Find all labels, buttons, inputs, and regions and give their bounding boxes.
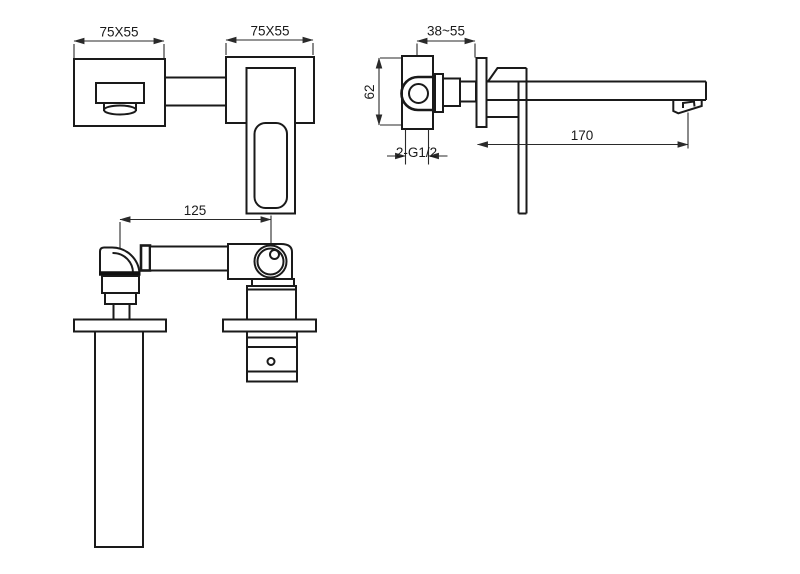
plan-spout-neck	[112, 303, 131, 321]
plan-valve-collar	[251, 278, 295, 287]
dimension-wall-depth: 38~55	[416, 24, 476, 58]
plan-spout-dome	[99, 246, 141, 275]
front-view: 75X55 75X55	[73, 24, 315, 215]
front-aerator	[103, 104, 137, 116]
plan-cartridge-mid	[256, 247, 285, 276]
side-cartridge-circle	[408, 83, 429, 104]
side-wall-plate	[475, 57, 488, 128]
side-view: 38~55 62	[362, 24, 707, 215]
dim-label-front-right-plate: 75X55	[250, 24, 289, 39]
plan-spout-collar-lower	[104, 292, 137, 305]
dim-label-body-height: 62	[362, 84, 377, 99]
front-handle-inner	[253, 122, 288, 209]
dimension-body-height: 62	[362, 57, 402, 126]
side-handle-lever	[487, 67, 528, 215]
dimension-plan-center-distance: 125	[119, 203, 272, 249]
side-spout-base	[485, 99, 520, 118]
plan-cartridge-outer	[253, 244, 288, 279]
dimension-front-left-plate: 75X55	[73, 25, 165, 58]
side-spout-aerator	[672, 100, 703, 115]
dim-label-spout-reach: 170	[571, 128, 594, 143]
dim-label-front-left-plate: 75X55	[99, 25, 138, 40]
plan-tube-coupling	[139, 244, 152, 272]
front-spout-body	[95, 82, 145, 104]
plan-spout-dome-inner-arc	[112, 251, 135, 274]
dim-label-wall-depth: 38~55	[427, 24, 465, 39]
plan-valve-housing	[246, 330, 298, 383]
plan-spout-collar	[101, 275, 140, 294]
side-cartridge-ring	[434, 73, 444, 113]
dimension-thread: 2-G1/2	[387, 129, 448, 165]
dimension-spout-reach: 170	[476, 112, 689, 149]
side-extension-sleeve	[459, 80, 477, 103]
plan-left-flange	[73, 318, 167, 333]
plan-cartridge-pin	[269, 249, 280, 260]
dimension-front-right-plate: 75X55	[225, 24, 314, 55]
side-aerator-inner	[682, 100, 696, 108]
plan-housing-screw	[266, 357, 276, 366]
plan-view: 125	[73, 203, 317, 548]
side-cartridge-housing	[400, 75, 432, 112]
plan-valve-block	[246, 285, 297, 321]
plan-right-flange	[222, 318, 317, 333]
dim-label-center-distance: 125	[184, 203, 207, 218]
plan-inlet-pipe	[94, 330, 144, 548]
side-cartridge-nut	[442, 77, 461, 107]
side-handle-hub	[487, 67, 527, 83]
dim-label-thread: 2-G1/2	[396, 145, 437, 160]
side-spout	[485, 80, 707, 118]
plan-tube	[149, 245, 229, 272]
